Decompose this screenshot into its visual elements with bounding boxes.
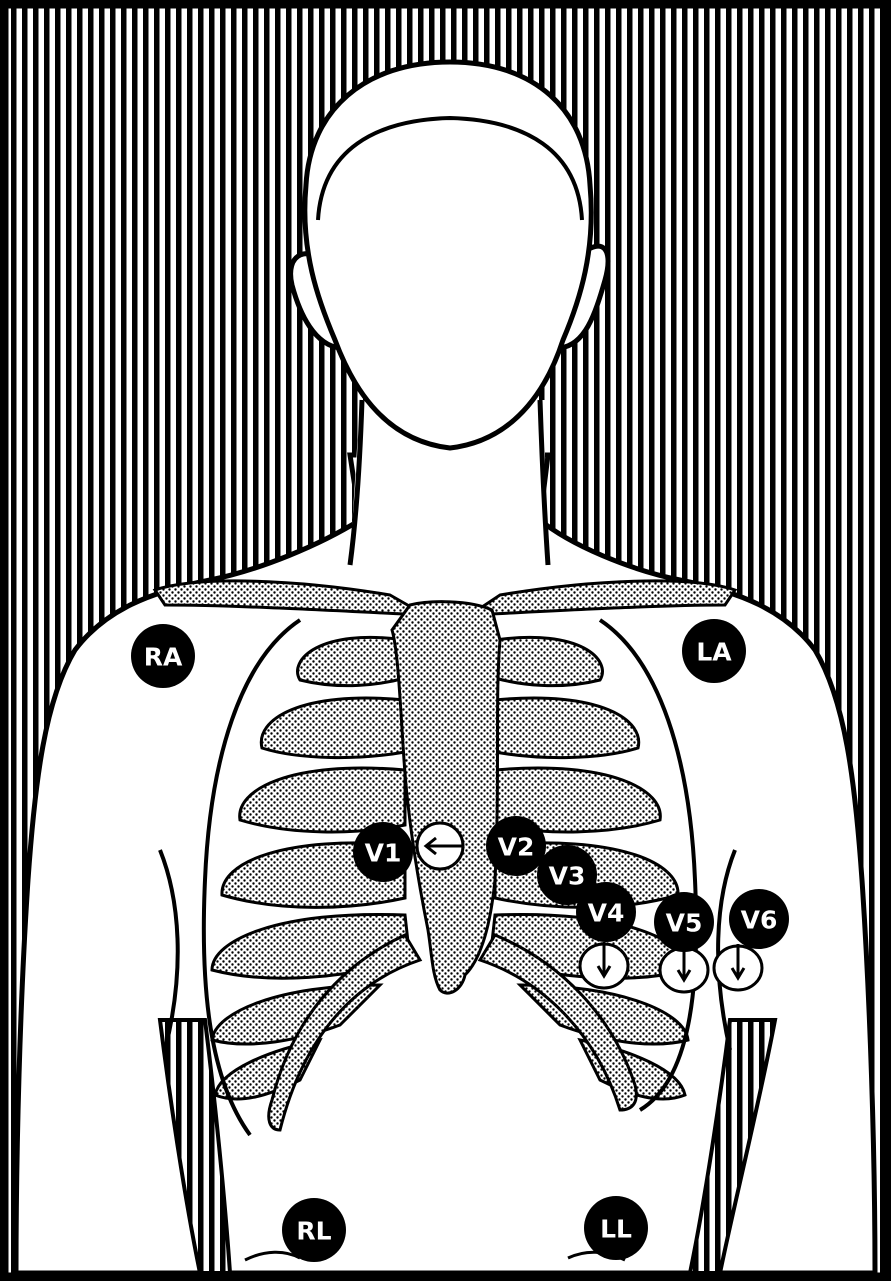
lead-v2-label: V2: [498, 833, 535, 862]
lead-v5: V5: [654, 892, 714, 952]
lead-ra: RA: [131, 624, 195, 688]
lead-rl: RL: [282, 1198, 346, 1262]
lead-v6: V6: [729, 889, 789, 949]
lead-v1: V1: [353, 822, 413, 882]
lead-v1-label: V1: [365, 839, 402, 868]
electrode-v1v2: [417, 823, 463, 869]
electrode-v6: [714, 944, 762, 990]
electrode-v4: [580, 942, 628, 988]
electrode-v5: [660, 946, 708, 992]
lead-v6-label: V6: [741, 906, 778, 935]
lead-rl-label: RL: [296, 1217, 331, 1246]
lead-ll: LL: [584, 1196, 648, 1260]
lead-v3-label: V3: [549, 862, 586, 891]
lead-v4-label: V4: [588, 899, 625, 928]
lead-la-label: LA: [696, 638, 732, 667]
lead-v4: V4: [576, 882, 636, 942]
lead-v5-label: V5: [666, 909, 703, 938]
lead-v2: V2: [486, 816, 546, 876]
lead-ll-label: LL: [600, 1215, 632, 1244]
lead-la: LA: [682, 619, 746, 683]
lead-ra-label: RA: [144, 643, 183, 672]
